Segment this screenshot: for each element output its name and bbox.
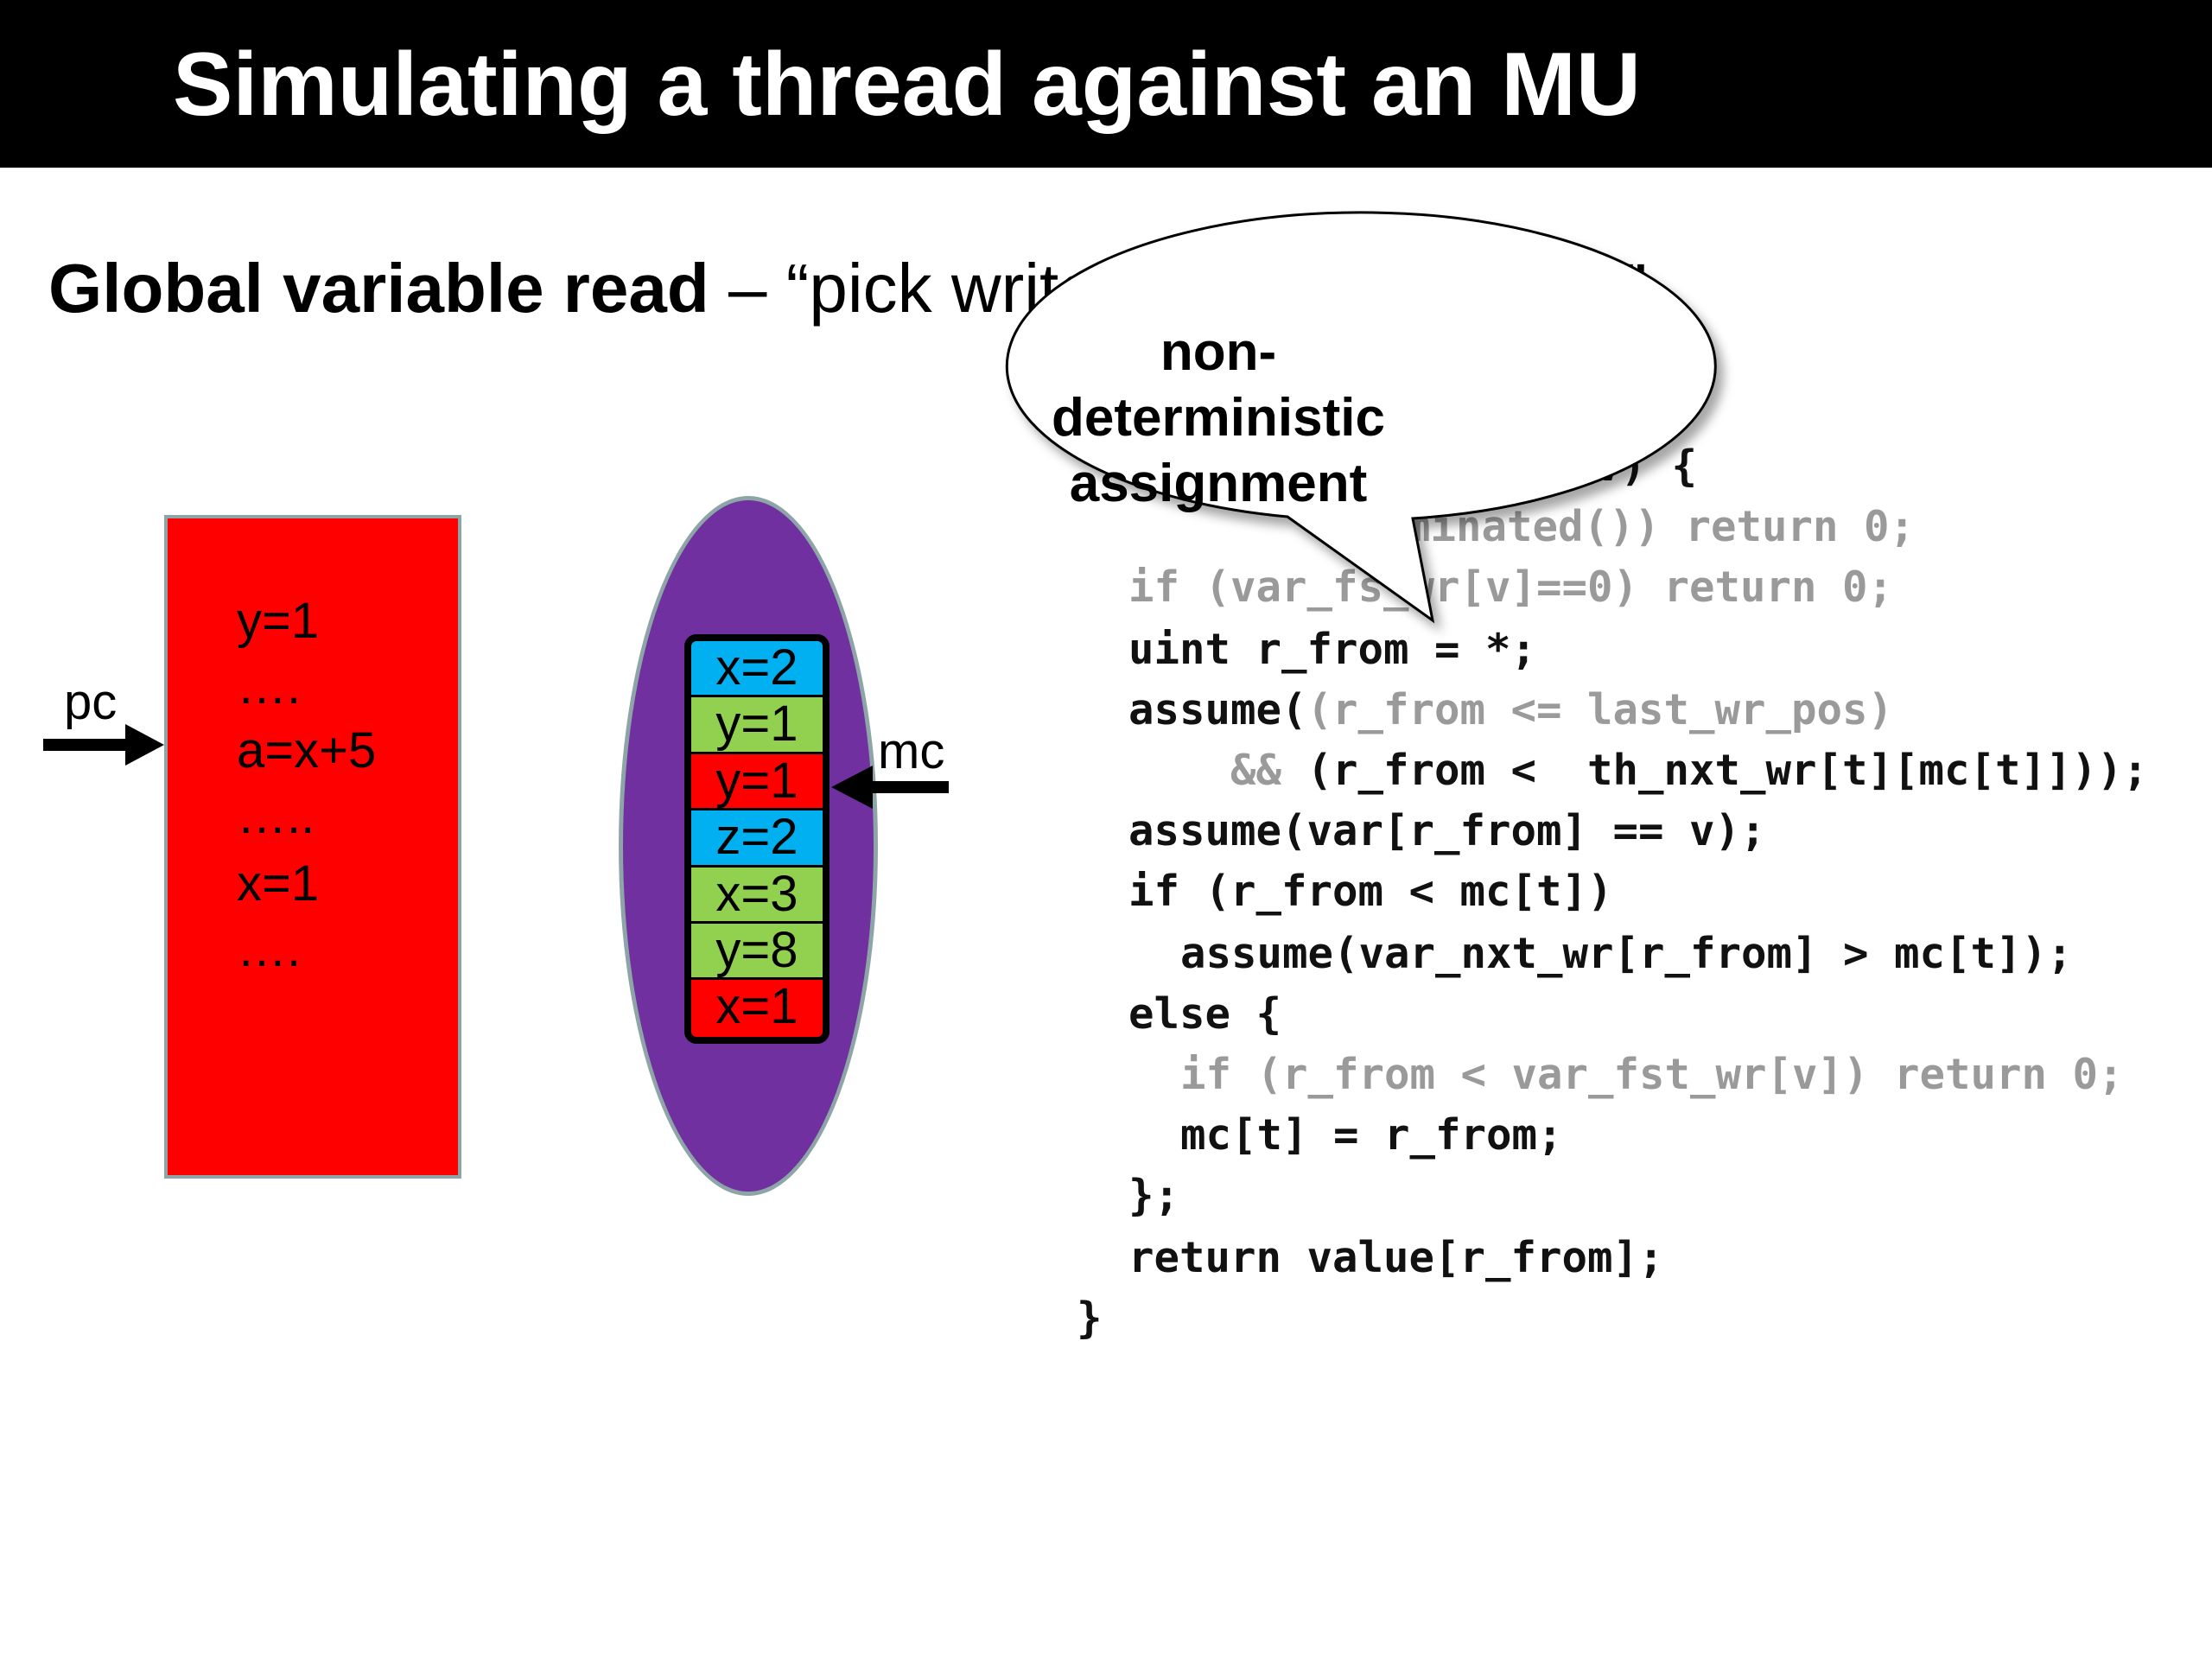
code-fragment: if (var_fs xyxy=(1128,563,1384,612)
code-line: assume((r_from <= last_wr_pos) xyxy=(1128,684,1893,736)
thread-line: a=x+5 xyxy=(237,722,377,779)
code-fragment: && xyxy=(1230,746,1282,795)
code-line: } xyxy=(1077,1294,1103,1343)
code-line: }; xyxy=(1128,1171,1180,1220)
thread-line: ….. xyxy=(237,788,315,844)
code-line: assume(var_nxt_wr[r_from] > mc[t]); xyxy=(1180,929,2073,978)
pc-arrow xyxy=(43,724,164,766)
code-line: mc[t] = r_from; xyxy=(1180,1110,1563,1160)
code-fragment: (r_from <= last_wr_pos) xyxy=(1306,685,1894,734)
thread-box: y=1 …. a=x+5 ….. x=1 …. xyxy=(164,515,461,1179)
code-line: && (r_from < th_nxt_wr[t][mc[t]])); xyxy=(1230,745,2148,797)
thread-line: x=1 xyxy=(237,855,320,912)
code-fragment: (r_from < th_nxt_wr[t][mc[t]])); xyxy=(1281,746,2149,795)
title-bar: Simulating a thread against an MU xyxy=(0,0,2212,168)
slide-title: Simulating a thread against an MU xyxy=(173,35,1641,135)
code-line: if (r_from < mc[t]) xyxy=(1128,867,1613,916)
memory-column: x=2 y=1 y=1 z=2 x=3 y=8 x=1 xyxy=(684,634,830,1044)
callout-line: deterministic xyxy=(1052,388,1385,448)
memory-cell: x=3 xyxy=(691,867,823,924)
memory-cell: x=1 xyxy=(691,980,823,1037)
memory-cell: z=2 xyxy=(691,810,823,868)
callout-text: non- deterministic assignment xyxy=(933,320,1503,517)
subtitle-bold: Global variable read xyxy=(48,250,709,327)
code-line: return value[r_from]; xyxy=(1128,1233,1664,1282)
memory-cell: y=1 xyxy=(691,697,823,754)
code-line: if (r_from < var_fst_wr[v]) return 0; xyxy=(1180,1050,2124,1099)
code-line: else { xyxy=(1128,989,1282,1039)
mc-label: mc xyxy=(878,723,945,779)
code-line: assume(var[r_from] == v); xyxy=(1128,806,1766,855)
memory-cell: x=2 xyxy=(691,641,823,698)
pc-label: pc xyxy=(64,674,118,730)
thread-line: y=1 xyxy=(237,593,320,649)
mc-arrow xyxy=(831,766,949,809)
memory-cell: y=1 xyxy=(691,753,823,811)
code-fragment: assume( xyxy=(1128,685,1307,734)
callout-line: non- xyxy=(1160,322,1277,382)
memory-cell: y=8 xyxy=(691,923,823,981)
thread-line: …. xyxy=(237,921,302,977)
thread-line: …. xyxy=(237,658,302,715)
code-line: uint r_from = *; xyxy=(1128,625,1537,674)
callout-line: assignment xyxy=(1069,454,1368,513)
